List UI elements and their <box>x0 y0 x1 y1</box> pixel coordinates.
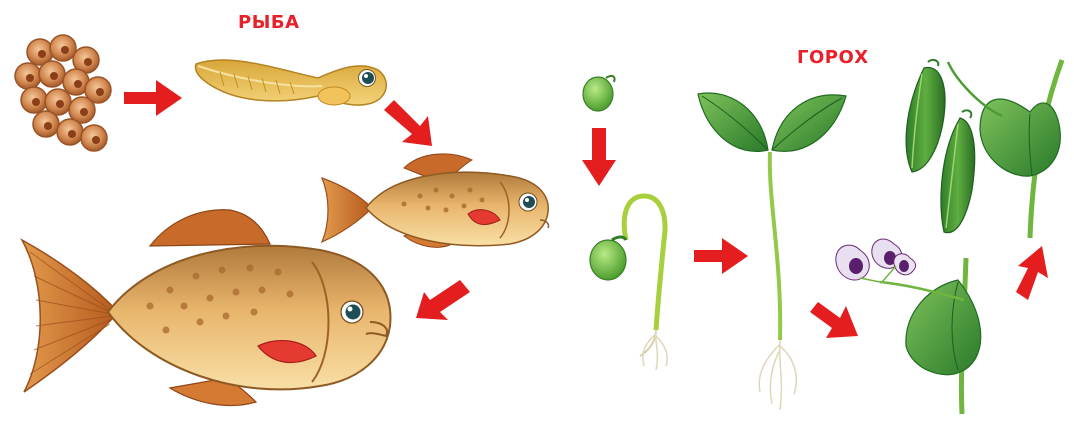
juvenile-fish <box>322 154 549 247</box>
arrow-eggs-to-larva <box>124 80 182 116</box>
arrow-seed-to-germination <box>582 128 616 186</box>
fish-larva <box>195 60 386 105</box>
arrow-juvenile-to-adult <box>416 280 470 320</box>
fish-eggs <box>15 35 111 151</box>
arrow-flowering-to-fruiting <box>1016 246 1048 300</box>
pea-fruiting-plant <box>906 60 1062 238</box>
arrow-larva-to-juvenile <box>384 100 432 146</box>
egg-cluster <box>15 35 111 151</box>
arrow-seedling-to-flowering <box>810 302 858 338</box>
pea-flowering-plant <box>836 239 981 414</box>
pea-flowers <box>836 239 916 282</box>
adult-fish <box>22 210 390 406</box>
germinating-seed <box>590 196 667 370</box>
pea-seed <box>583 76 615 111</box>
arrow-germination-to-seedling <box>694 238 748 274</box>
